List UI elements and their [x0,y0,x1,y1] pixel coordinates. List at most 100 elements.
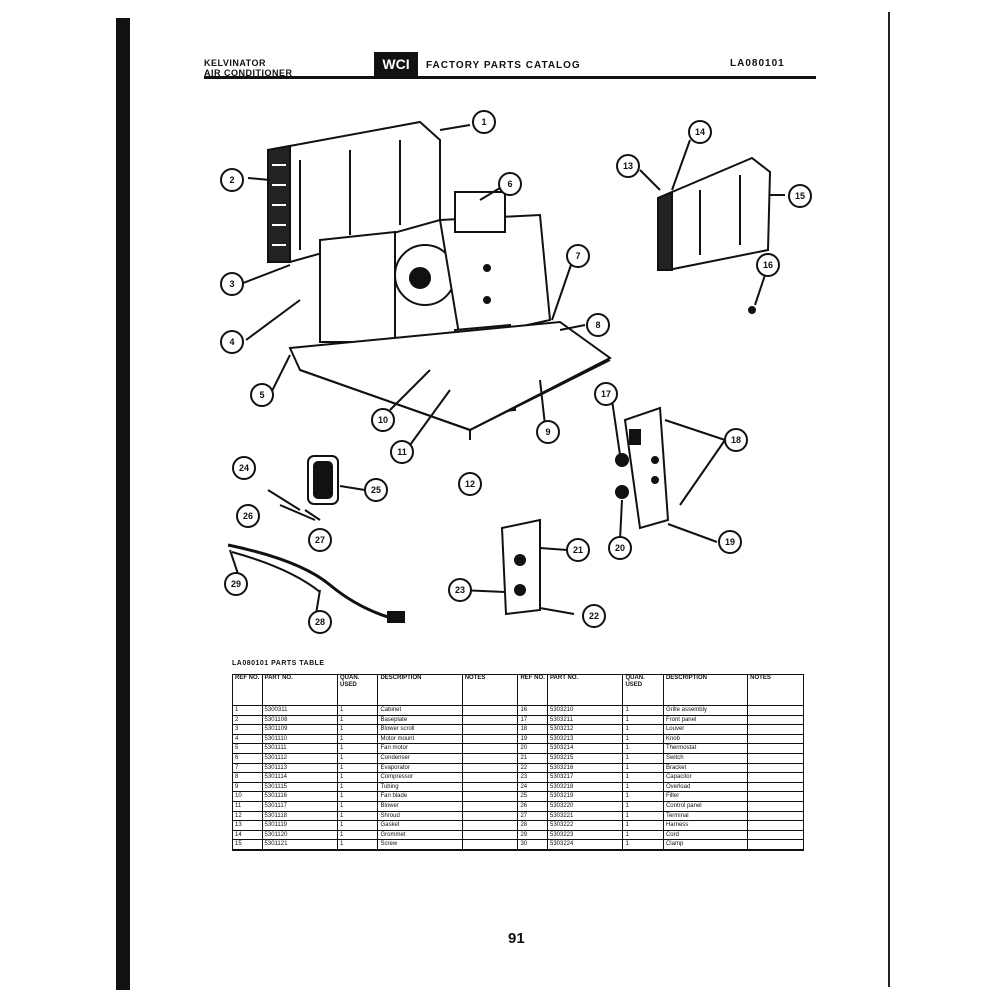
table-cell: 1 [336,839,379,851]
table-cell [747,839,804,851]
table-cell: 28 [517,820,548,831]
table-cell: Gasket [377,820,463,831]
table-cell: Cord [662,829,749,841]
table-cell [747,791,804,802]
table-cell: Grille assembly [662,705,749,716]
table-cell: 1 [232,705,263,716]
table-cell: 12 [232,810,263,822]
table-cell: 5301116 [261,791,339,802]
table-cell: 5301112 [261,752,339,764]
table-cell: 26 [517,800,548,812]
callout-label: 10 [378,415,388,425]
callout-label: 7 [575,251,580,261]
table-cell: 9 [232,781,263,793]
callout-label: 23 [455,585,465,595]
table-cell: Knob [662,733,749,745]
table-cell: 1 [622,772,664,783]
table-cell [747,752,804,764]
header-rule [204,76,816,79]
callout-label: 11 [397,447,407,457]
callout-label: 1 [481,117,486,127]
callout-label: 19 [725,537,735,547]
callout-label: 15 [795,191,805,201]
table-cell: 4 [232,733,263,745]
col-notes: NOTES [461,674,519,706]
callout-label: 9 [545,427,550,437]
table-cell: Filter [662,791,749,802]
table-cell: Compressor [377,772,463,783]
callout-label: 5 [259,390,264,400]
table-cell: Switch [662,752,749,764]
table-cell: 5301114 [261,772,339,783]
table-cell: 15 [232,839,263,851]
table-cell: 5303224 [546,839,624,851]
table-cell: 1 [622,810,664,822]
table-cell: 5303219 [546,791,624,802]
table-cell: 5301121 [261,839,339,851]
table-cell: 2 [232,714,263,726]
callout-label: 21 [573,545,583,555]
table-cell [461,762,519,774]
table-cell: 1 [336,705,379,716]
table-cell: 27 [517,810,548,822]
table-cell: Control panel [662,800,749,812]
table-cell: 5303218 [546,781,624,793]
table-cell: 1 [336,743,379,754]
col-ref-no: REF NO. [232,674,263,706]
table-cell: 1 [622,800,664,812]
table-cell: 1 [622,820,664,831]
table-cell [747,733,804,745]
table-cell: 3 [232,724,263,735]
callout-label: 4 [229,337,234,347]
table-cell: 10 [232,791,263,802]
table-cell: Shroud [377,810,463,822]
table-cell: 5303217 [546,772,624,783]
table-cell [461,781,519,793]
header-brand: KELVINATOR AIR CONDITIONER [204,58,293,78]
table-cell: Evaporator [377,762,463,774]
table-cell: 7 [232,762,263,774]
table-cell: 1 [622,781,664,793]
table-cell: 5301111 [261,743,339,754]
scan-edge [0,0,130,1000]
table-cell: 1 [622,724,664,735]
table-cell: Tubing [377,781,463,793]
table-cell [461,839,519,851]
table-cell [461,714,519,726]
table-cell: 5301109 [261,724,339,735]
table-cell [461,743,519,754]
page-number: 91 [508,930,525,947]
table-cell: 14 [232,829,263,841]
table-cell [747,781,804,793]
col-ref-no-2: REF NO. [517,674,548,706]
table-cell: 1 [622,752,664,764]
col-part-no-2: PART NO. [546,674,624,706]
table-cell: Blower [377,800,463,812]
table-cell: Grommet [377,829,463,841]
table-cell: 1 [336,772,379,783]
header-brand-line2: AIR CONDITIONER [204,68,293,78]
table-cell: 1 [336,752,379,764]
callout-label: 27 [315,535,325,545]
table-cell: 21 [517,752,548,764]
table-cell: 5303216 [546,762,624,774]
table-cell: Condenser [377,752,463,764]
callout-label: 25 [371,485,381,495]
parts-table: REF NO. PART NO. QUAN. USED DESCRIPTION … [232,674,804,851]
callout-label: 29 [231,579,241,589]
table-cell: 1 [622,829,664,841]
callout-label: 22 [589,611,599,621]
table-cell [461,800,519,812]
table-cell: Bracket [662,762,749,774]
header-model: LA080101 [730,58,785,69]
table-cell [461,810,519,822]
table-cell [461,733,519,745]
